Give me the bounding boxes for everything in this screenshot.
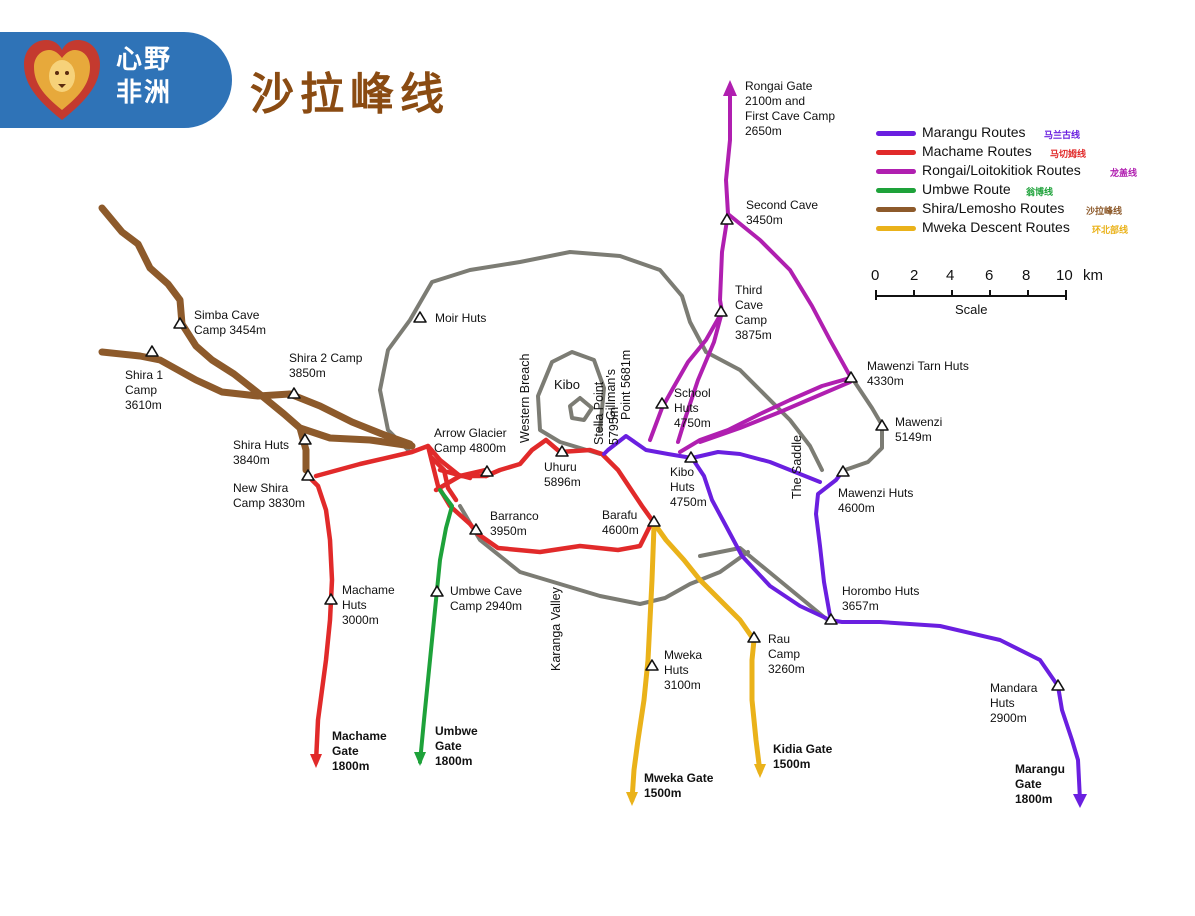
- label-mawenzi-tarn: Mawenzi Tarn Huts 4330m: [867, 359, 969, 388]
- label-arrow-glacier: Arrow Glacier Camp 4800m: [434, 426, 507, 455]
- legend-swatch: [876, 150, 916, 155]
- legend-swatch: [876, 188, 916, 193]
- legend-label: Machame Routes: [922, 143, 1032, 159]
- circuit-paths: [378, 250, 884, 624]
- legend-cn-label: 翁博线: [1026, 188, 1054, 198]
- label-karanga-valley: Karanga Valley: [549, 587, 563, 671]
- label-simba-cave: Simba Cave Camp 3454m: [194, 308, 267, 337]
- umbwe-route: [418, 488, 454, 764]
- legend-cn-label: 马兰古线: [1044, 131, 1081, 141]
- legend-cn-label: 沙拉峰线: [1086, 207, 1123, 217]
- legend-label: Shira/Lemosho Routes: [922, 200, 1065, 216]
- label-school-huts: School Huts 4750m: [674, 386, 711, 430]
- legend-swatch: [876, 131, 916, 136]
- legend-swatch: [876, 226, 916, 231]
- shira-routes: [98, 204, 416, 474]
- legend-label: Marangu Routes: [922, 124, 1026, 140]
- scale-tick-label: 10: [1056, 267, 1073, 284]
- label-the-saddle: The Saddle: [790, 435, 804, 499]
- label-mandara: Mandara Huts 2900m: [990, 681, 1038, 725]
- rongai-routes: [648, 90, 852, 454]
- legend-cn-label: 环北部线: [1092, 226, 1129, 236]
- label-machame-huts: Machame Huts 3000m: [342, 583, 395, 627]
- label-third-cave: Third Cave Camp 3875m: [735, 283, 772, 342]
- lion-heart-logo: [24, 40, 100, 120]
- scale-label: Scale: [955, 302, 988, 317]
- scale-tick-label: 8: [1022, 267, 1031, 284]
- label-umbwe-gate: Umbwe Gate 1800m: [435, 724, 478, 768]
- label-shira-huts: Shira Huts 3840m: [233, 438, 290, 467]
- page-title: 沙拉峰线: [250, 69, 450, 120]
- scale-tick-label: 0: [871, 267, 880, 284]
- brand-name: 心野 非洲: [116, 44, 172, 110]
- legend-label: Mweka Descent Routes: [922, 219, 1070, 235]
- label-mweka-huts: Mweka Huts 3100m: [664, 648, 703, 692]
- legend-cn-label: 马切姆线: [1050, 150, 1087, 160]
- legend-label: Umbwe Route: [922, 181, 1011, 197]
- label-mawenzi: Mawenzi 5149m: [895, 415, 943, 444]
- label-kibo: Kibo: [554, 377, 581, 392]
- scale-tick-label: 2: [910, 267, 919, 284]
- label-rongai-gate: Rongai Gate 2100m and First Cave Camp 26…: [745, 79, 836, 138]
- label-kidia-gate: Kidia Gate 1500m: [773, 742, 833, 771]
- marangu-routes: [602, 434, 1082, 802]
- label-western-breach: Western Breach: [518, 353, 532, 443]
- route-arrows: [310, 80, 1087, 808]
- label-second-cave: Second Cave 3450m: [746, 198, 819, 227]
- label-shira-2: Shira 2 Camp 3850m: [289, 351, 363, 380]
- label-mawenzi-huts: Mawenzi Huts 4600m: [838, 486, 914, 515]
- legend-swatch: [876, 207, 916, 212]
- label-barafu: Barafu 4600m: [602, 508, 639, 537]
- label-gillmans-point: Gillman's Point 5681m: [604, 349, 633, 420]
- label-uhuru: Uhuru 5896m: [544, 460, 581, 489]
- legend-swatch: [876, 169, 916, 174]
- camp-markers: [145, 213, 1065, 691]
- scale-ruler: [875, 290, 1067, 300]
- scale-unit: km: [1083, 267, 1103, 284]
- label-marangu-gate: Marangu Gate 1800m: [1015, 762, 1066, 806]
- legend-label: Rongai/Loitokitiok Routes: [922, 162, 1081, 178]
- mweka-routes: [629, 523, 763, 803]
- label-shira-1: Shira 1 Camp 3610m: [125, 368, 164, 412]
- scale-tick-label: 6: [985, 267, 994, 284]
- legend-cn-label: 龙盖线: [1110, 169, 1138, 179]
- label-horombo: Horombo Huts 3657m: [842, 584, 920, 613]
- scale-tick-label: 4: [946, 267, 955, 284]
- label-moir-huts: Moir Huts: [435, 311, 487, 325]
- label-kibo-huts: Kibo Huts 4750m: [670, 465, 707, 509]
- label-mweka-gate: Mweka Gate 1500m: [644, 771, 714, 800]
- brand-line-1: 心野: [116, 45, 173, 75]
- label-new-shira: New Shira Camp 3830m: [233, 481, 306, 510]
- label-rau-camp: Rau Camp 3260m: [768, 632, 805, 676]
- label-umbwe-cave: Umbwe Cave Camp 2940m: [450, 584, 523, 613]
- label-barranco: Barranco 3950m: [490, 509, 539, 538]
- label-machame-gate: Machame Gate 1800m: [332, 729, 387, 773]
- brand-line-2: 非洲: [116, 78, 173, 108]
